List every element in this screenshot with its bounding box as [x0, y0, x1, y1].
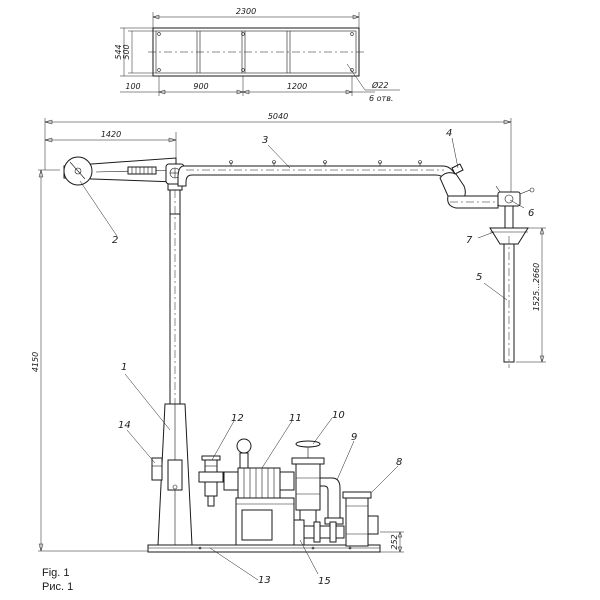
- callout-5: 5: [476, 272, 482, 283]
- callout-9: 9: [351, 432, 357, 443]
- control-box: [151, 457, 163, 481]
- callout-10: 10: [332, 410, 345, 421]
- dim-outer-height: 544: [114, 44, 123, 59]
- callout-15: 15: [318, 576, 331, 587]
- dim-overall-width: 5040: [268, 112, 288, 121]
- hole-diameter: Ø22: [371, 80, 388, 90]
- callout-14: 14: [118, 420, 131, 431]
- callout-7: 7: [466, 235, 473, 246]
- dim-base-height: 252: [390, 534, 399, 549]
- figure-caption-ru: Рис. 1: [42, 581, 73, 593]
- callout-8: 8: [396, 457, 402, 468]
- dim-drop-range: 1525...2660: [532, 263, 541, 311]
- callout-1: 1: [121, 362, 127, 373]
- callout-6: 6: [528, 208, 534, 219]
- suction-elbow: [319, 477, 341, 519]
- dim-left-margin: 100: [125, 82, 140, 91]
- callout-2: 2: [112, 235, 118, 246]
- callout-3: 3: [262, 135, 268, 146]
- callouts: 1 2 3 4 5 6 7 8 9 10 11 12 13: [79, 128, 534, 587]
- callout-4: 4: [446, 128, 452, 139]
- figure-caption-en: Fig. 1: [42, 567, 70, 579]
- callout-13: 13: [258, 575, 271, 586]
- top-view: 2300 544 500 100 900 1200 Ø22 6 отв.: [114, 7, 400, 103]
- dim-column-offset: 1420: [101, 130, 121, 139]
- dim-total-width: 2300: [236, 7, 256, 16]
- hole-count: 6 отв.: [369, 94, 393, 103]
- base-frame: [147, 544, 381, 553]
- gate-valve: [295, 461, 321, 511]
- callout-12: 12: [231, 413, 244, 424]
- dim-middle-span: 900: [193, 82, 208, 91]
- front-view: 5040 1420 4150: [31, 112, 546, 587]
- dim-right-span: 1200: [287, 82, 307, 91]
- filter-tank: [345, 495, 369, 547]
- dim-total-height: 4150: [31, 352, 40, 372]
- loading-arm-pipe: [177, 165, 463, 191]
- callout-11: 11: [289, 413, 302, 424]
- mount-hole: [157, 32, 161, 36]
- dim-inner-height: 500: [122, 44, 131, 59]
